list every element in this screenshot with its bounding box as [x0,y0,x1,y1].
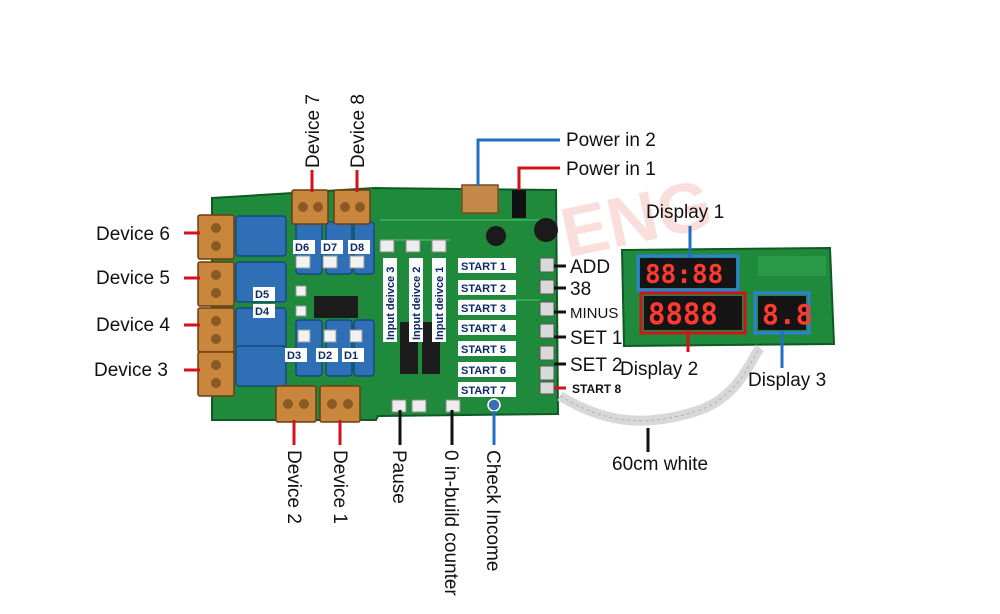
power-in-2-label: Power in 2 [566,130,656,151]
set-1-label: SET 1 [570,328,622,349]
set-2-label: SET 2 [570,355,622,376]
start-7-label: START 7 [461,385,506,397]
led-label-d8: D8 [350,242,364,254]
display-1-digits: 88:88 [645,260,723,290]
minus-label: MINUS [570,305,618,322]
start-2-label: START 2 [461,283,506,295]
device-8-label: Device 8 [348,94,369,168]
start-8-label: START 8 [572,382,621,396]
led-labels: D6 D7 D8 D5 D4 D3 D2 D1 [253,240,370,362]
device-4-label: Device 4 [96,315,170,336]
check-income-label: Check Income [482,450,503,571]
led-label-d2: D2 [318,350,332,362]
start-4-label: START 4 [461,323,507,335]
bottom-callouts: Pause 0 in-build counter Check Income [388,450,503,596]
led-label-d4: D4 [255,306,270,318]
led-label-d7: D7 [323,242,337,254]
display-1-label: Display 1 [646,202,724,223]
display-3-digits: 8.8 [762,298,813,331]
device-7-label: Device 7 [303,94,324,168]
value-38-label: 38 [570,279,591,300]
terminal-blocks [197,189,371,423]
display-board: 88:88 8888 8.8 [620,246,836,348]
display-2-label: Display 2 [620,359,698,380]
device-3-label: Device 3 [94,360,168,381]
device-1-label: Device 1 [329,450,350,524]
start-6-label: START 6 [461,365,506,377]
led-label-d3: D3 [287,350,301,362]
add-label: ADD [570,257,610,278]
led-label-d1: D1 [344,350,358,362]
power-callouts: Power in 2 Power in 1 [566,130,656,180]
power-in-1-label: Power in 1 [566,159,656,180]
input-label-1: Input deivce 1 [434,267,446,340]
device-6-label: Device 6 [96,224,170,245]
display-callouts: Display 1 Display 2 Display 3 60cm white [612,202,826,475]
led-label-d6: D6 [295,242,309,254]
device-5-label: Device 5 [96,268,170,289]
display-2-digits: 8888 [648,297,718,331]
callout-lines [184,138,784,452]
device-2-label: Device 2 [283,450,304,524]
led-label-d5: D5 [255,289,269,301]
function-callouts: ADD 38 MINUS SET 1 SET 2 START 8 [570,257,622,396]
start-1-label: START 1 [461,261,506,273]
counter-label: 0 in-build counter [440,450,461,596]
pause-label: Pause [388,450,409,504]
start-5-label: START 5 [461,344,506,356]
start-labels: START 1 START 2 START 3 START 4 START 5 … [458,258,516,397]
cable-label: 60cm white [612,454,708,475]
input-labels: Input deivce 3 Input deivce 2 Input deiv… [383,258,446,342]
display-3-label: Display 3 [748,370,826,391]
device-callouts: Device 6 Device 5 Device 4 Device 3 Devi… [94,94,369,524]
input-label-3: Input deivce 3 [385,267,397,340]
input-label-2: Input deivce 2 [411,267,423,340]
start-3-label: START 3 [461,303,506,315]
